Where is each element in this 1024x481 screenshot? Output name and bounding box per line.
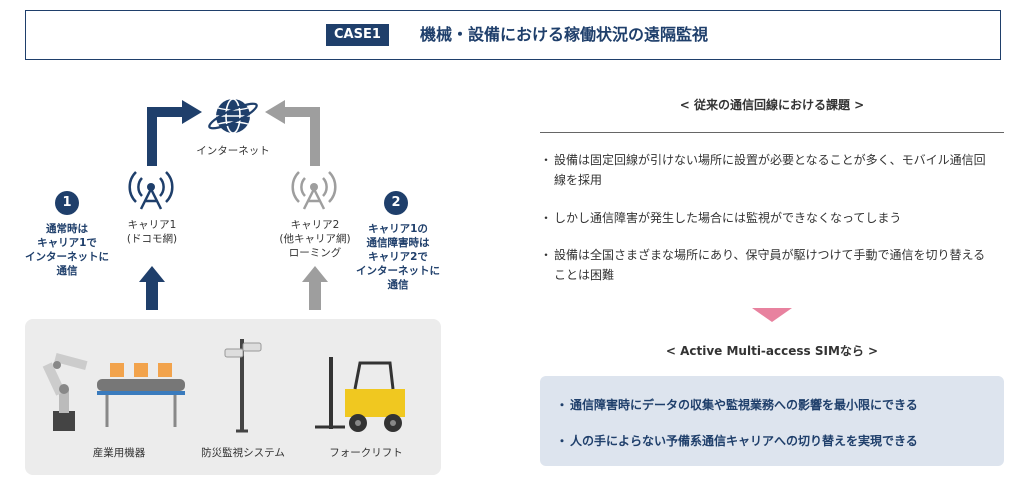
issues-title: < 従来の通信回線における課題 > — [679, 98, 865, 112]
antenna-icon-carrier1 — [128, 171, 174, 210]
issues-divider — [540, 132, 1004, 133]
equipment-panel: 産業用機器 防災監視システム フォークリフト — [25, 319, 441, 475]
solution-title: < Active Multi-access SIMなら > — [665, 344, 879, 358]
security-camera-icon — [224, 339, 262, 433]
route-arrowhead-carrier1 — [182, 100, 202, 124]
uplink-arrow-carrier1 — [139, 266, 165, 310]
conveyor-icon — [97, 363, 185, 427]
explanation-panel: < 従来の通信回線における課題 > 設備は固定回線が引けない場所に設置が必要とな… — [540, 70, 1004, 481]
equipment-graphics — [42, 339, 405, 433]
step2-number-badge: 2 — [384, 191, 408, 215]
equipment-label-security: 防災監視システム — [201, 447, 285, 459]
globe-icon — [208, 98, 258, 134]
case-badge: CASE1 — [326, 24, 389, 46]
equipment-label-industrial: 産業用機器 — [92, 447, 146, 459]
route-arrow-carrier1 — [147, 107, 184, 166]
issue-item: 設備は全国さまざまな場所にあり、保守員が駆けつけて手動で通信を切り替えることは困… — [540, 245, 994, 285]
step2-description: キャリア1の 通信障害時は キャリア2で インターネットに 通信 — [356, 223, 440, 291]
robot-arm-icon — [42, 352, 88, 431]
carrier2-label: キャリア2 (他キャリア網) ローミング — [279, 219, 351, 259]
benefit-item: 通信障害時にデータの収集や監視業務への影響を最小限にできる — [556, 396, 918, 413]
case-header: CASE1 機械・設備における稼働状況の遠隔監視 — [25, 10, 1001, 60]
down-arrow-triangle — [752, 308, 792, 322]
antenna-icon-carrier2 — [291, 171, 337, 210]
issue-item: 設備は固定回線が引けない場所に設置が必要となることが多く、モバイル通信回線を採用 — [540, 150, 994, 190]
case-title: 機械・設備における稼働状況の遠隔監視 — [420, 25, 709, 44]
equipment-label-forklift: フォークリフト — [329, 447, 403, 459]
internet-label: インターネット — [196, 145, 270, 157]
issue-item: しかし通信障害が発生した場合には監視ができなくなってしまう — [540, 208, 994, 228]
benefits-box: 通信障害時にデータの収集や監視業務への影響を最小限にできる 人の手によらない予備… — [540, 376, 1004, 466]
diagram-graphics — [128, 98, 337, 310]
step1-number-badge: 1 — [55, 191, 79, 215]
step1-description: 通常時は キャリア1で インターネットに 通信 — [25, 223, 109, 277]
forklift-icon — [315, 357, 405, 432]
network-diagram: インターネット 1 通常時は キャリア1で インターネットに 通信 キャリア1 … — [0, 70, 510, 481]
uplink-arrow-carrier2 — [302, 266, 328, 310]
carrier1-label: キャリア1 (ドコモ網) — [126, 219, 178, 245]
benefit-item: 人の手によらない予備系通信キャリアへの切り替えを実現できる — [556, 432, 918, 449]
route-arrowhead-carrier2 — [265, 100, 285, 124]
route-arrow-carrier2 — [283, 107, 320, 166]
